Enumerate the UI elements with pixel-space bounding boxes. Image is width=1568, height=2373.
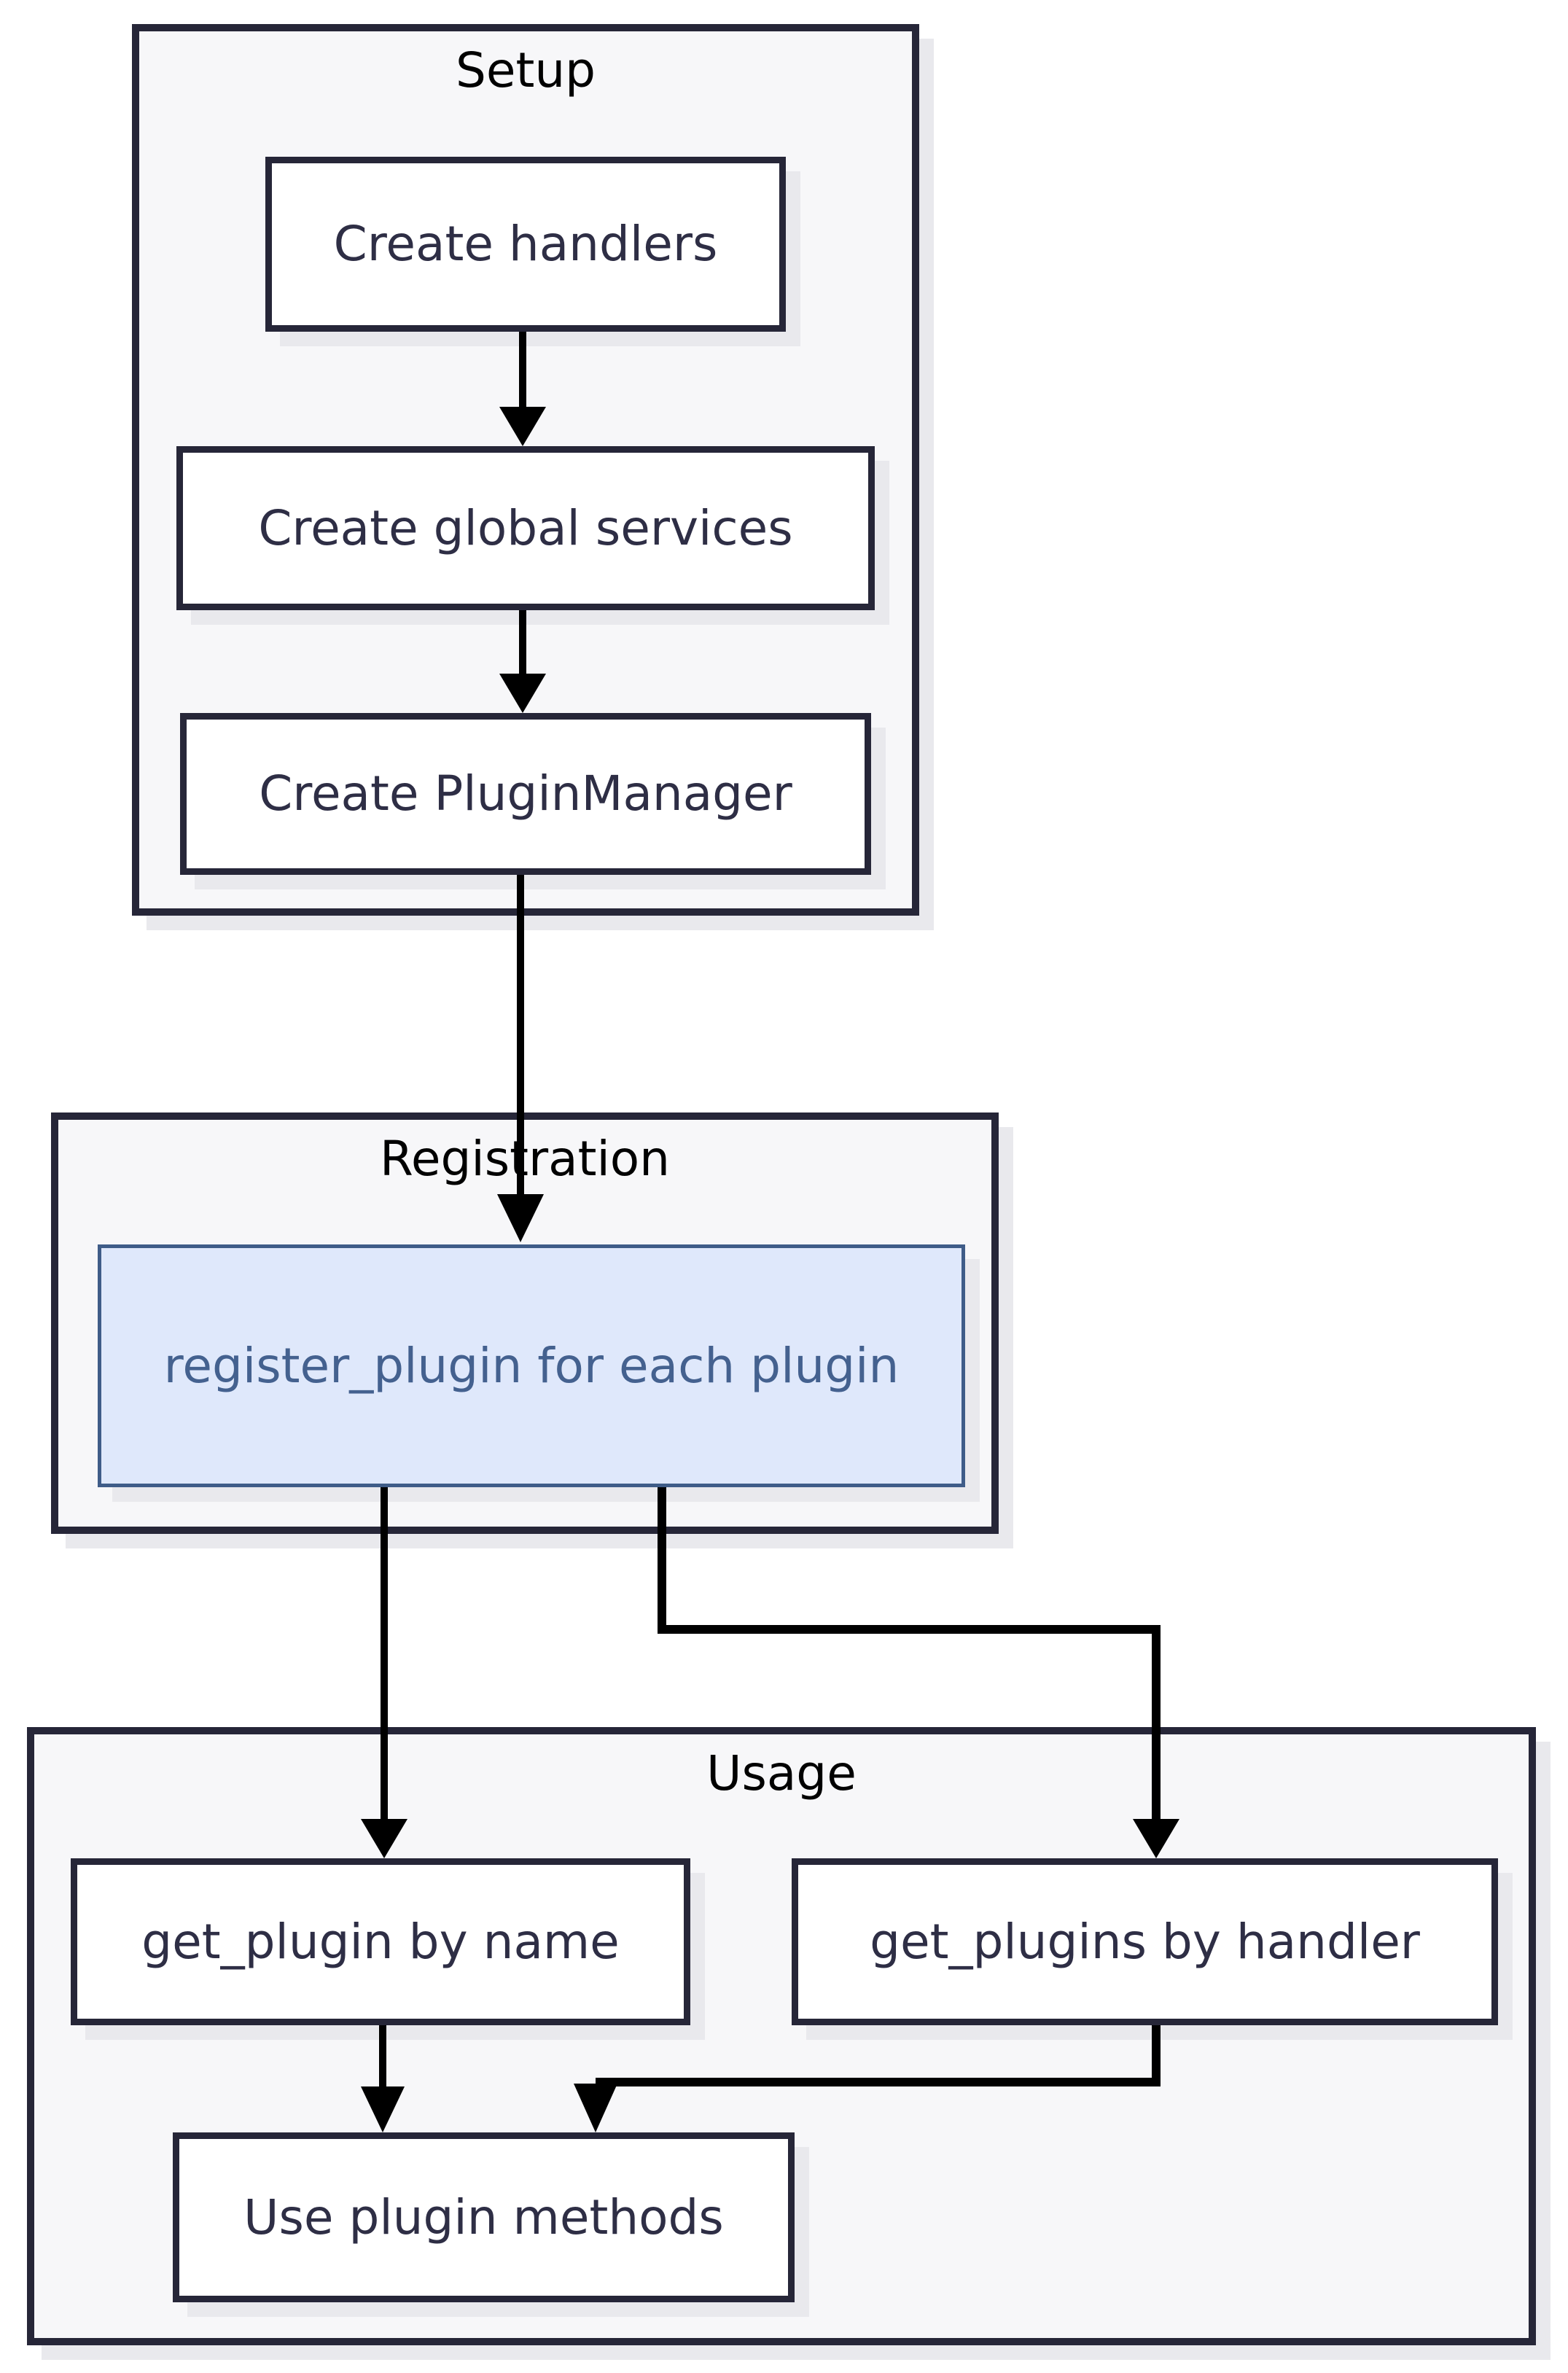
- node-use-plugin-methods-label: Use plugin methods: [243, 2189, 724, 2245]
- node-get-plugin-by-name: get_plugin by name: [71, 1858, 690, 2025]
- group-setup-title: Setup: [455, 42, 596, 98]
- group-registration-title: Registration: [380, 1131, 670, 1187]
- node-create-handlers-label: Create handlers: [333, 216, 718, 273]
- node-get-plugins-by-handler: get_plugins by handler: [792, 1858, 1498, 2025]
- node-get-plugins-by-handler-label: get_plugins by handler: [870, 1913, 1420, 1970]
- node-create-global-services: Create global services: [176, 446, 875, 610]
- node-register-plugin: register_plugin for each plugin: [98, 1244, 965, 1487]
- node-create-global-services-label: Create global services: [258, 499, 793, 556]
- group-usage-title: Usage: [706, 1745, 857, 1801]
- node-register-plugin-label: register_plugin for each plugin: [163, 1337, 900, 1394]
- node-use-plugin-methods: Use plugin methods: [173, 2132, 795, 2302]
- node-create-handlers: Create handlers: [265, 157, 786, 332]
- node-get-plugin-by-name-label: get_plugin by name: [141, 1913, 620, 1970]
- node-create-plugin-manager-label: Create PluginManager: [259, 765, 792, 822]
- node-create-plugin-manager: Create PluginManager: [180, 713, 871, 875]
